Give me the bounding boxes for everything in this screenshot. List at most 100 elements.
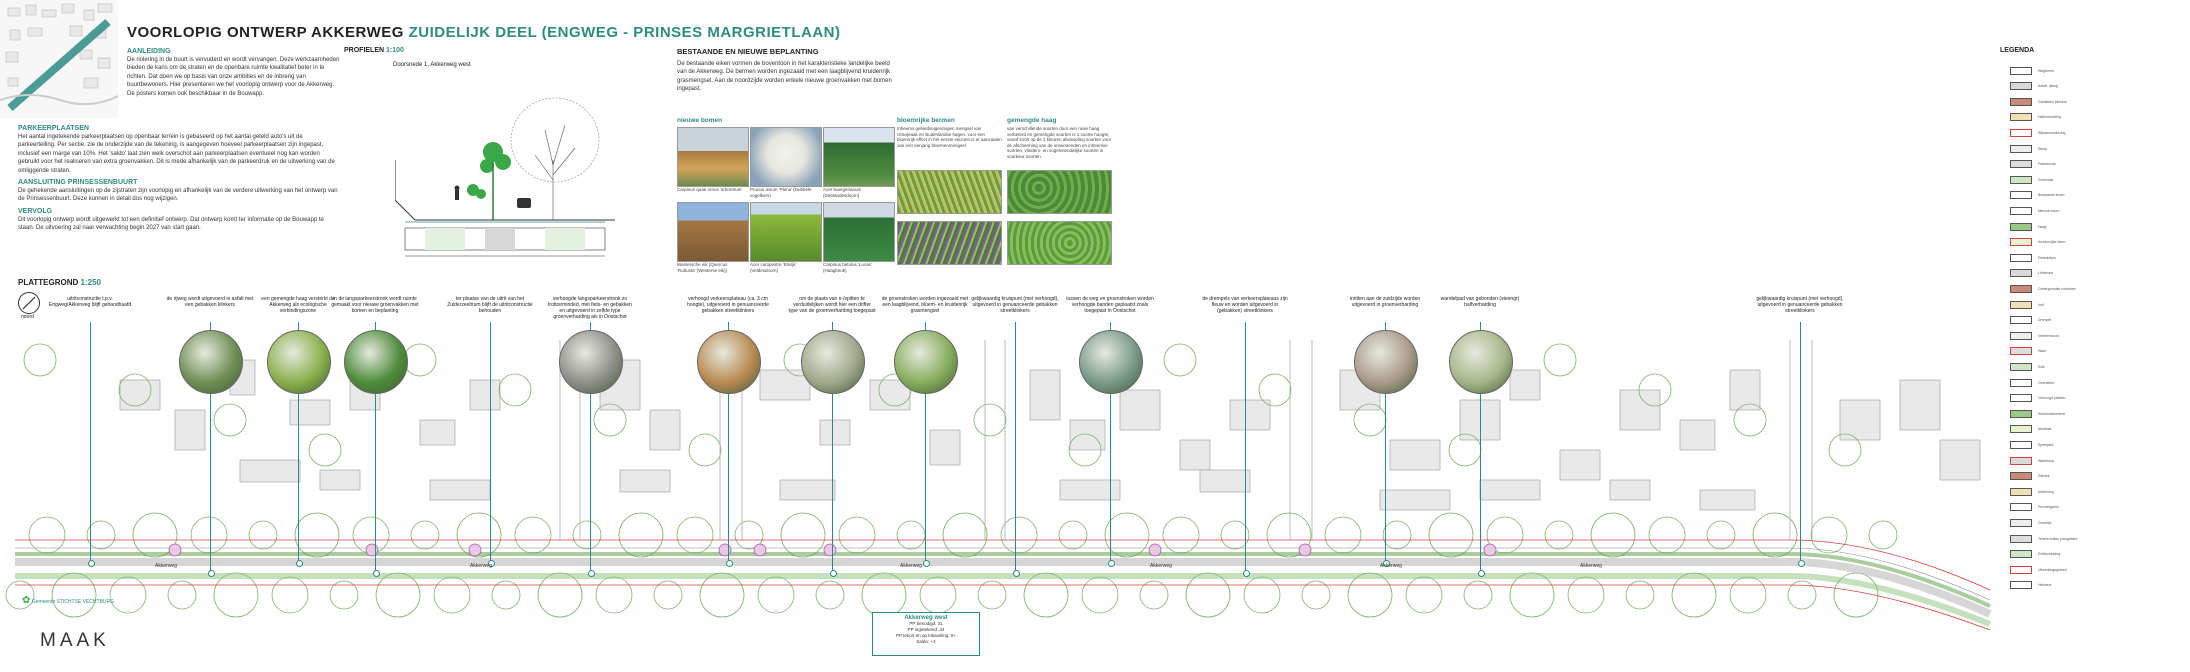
legend-label: Kolk bbox=[2038, 364, 2045, 369]
legend-title: LEGENDA bbox=[2000, 47, 2035, 54]
legend-label: Perceelgrens bbox=[2038, 505, 2059, 510]
detail-photo bbox=[1079, 330, 1143, 394]
legend-item: Snelheidsremmer bbox=[2010, 409, 2138, 418]
profielen-subtitle: Doorsnede 1, Akkerweg west bbox=[393, 62, 471, 68]
legend-label: Hekwerk bbox=[2038, 583, 2052, 588]
heading-vervolg: VERVOLG bbox=[18, 207, 53, 215]
legend-label: Waterloop bbox=[2038, 458, 2054, 463]
detail-photo bbox=[801, 330, 865, 394]
legend-item: Haag bbox=[2010, 222, 2138, 231]
intro-text-column: AANLEIDING De riolering in de buurt is v… bbox=[127, 48, 342, 102]
legend-item: Bestaande boom bbox=[2010, 191, 2138, 200]
callout-line bbox=[90, 322, 91, 562]
legend-swatch bbox=[2010, 550, 2032, 559]
legend-label: Zitbank bbox=[2038, 474, 2050, 479]
infobox-title: Akkerweg west bbox=[904, 615, 948, 621]
cross-section-drawing bbox=[395, 97, 615, 257]
caption-tree-1: Carpinus quae ornus 'arboretum' bbox=[677, 187, 743, 192]
caption-tree-2: Prunus avium 'Plena' (Dubbele vogelkers) bbox=[750, 187, 812, 198]
legend-item: Uitwerkingsgebied bbox=[2010, 565, 2138, 574]
callout-dot bbox=[88, 560, 95, 567]
legend-label: Rijbaanmarkering bbox=[2038, 130, 2066, 135]
street-label: Akkerweg bbox=[1380, 563, 1402, 569]
legend-swatch bbox=[2010, 362, 2032, 371]
bermen-text: Inheems gebiedseigen/eigen mengsel van O… bbox=[897, 126, 1002, 148]
legend-swatch bbox=[2010, 534, 2032, 543]
north-label: noord bbox=[21, 314, 34, 320]
legend-item: Nieuwe boom bbox=[2010, 206, 2138, 215]
legend-swatch bbox=[2010, 175, 2032, 184]
legend-item: Inrit bbox=[2010, 300, 2138, 309]
callout-line bbox=[1800, 322, 1801, 562]
heading-gemengde-haag: gemengde haag bbox=[1007, 117, 1057, 124]
street-label: Akkerweg bbox=[1580, 563, 1602, 569]
legend-swatch bbox=[2010, 238, 2032, 247]
legend-swatch bbox=[2010, 316, 2032, 325]
photo-tree-4 bbox=[677, 202, 749, 262]
legend-swatch bbox=[2010, 347, 2032, 356]
callout-dot bbox=[1013, 570, 1020, 577]
legend-label: Snelheidsremmer bbox=[2038, 411, 2066, 416]
photo-haag-2 bbox=[1007, 221, 1112, 265]
caption-tree-4: Westersche eik (Quercus 'Robusta' (Weste… bbox=[677, 262, 728, 273]
legend-item: Speelplek bbox=[2010, 440, 2138, 449]
photo-tree-2 bbox=[750, 127, 822, 187]
legend-swatch bbox=[2010, 66, 2032, 75]
legend-swatch bbox=[2010, 409, 2032, 418]
legend-label: Gevellijn bbox=[2038, 520, 2052, 525]
legend-swatch bbox=[2010, 160, 2032, 169]
legend-label: Haag bbox=[2038, 224, 2047, 229]
callout-line bbox=[925, 322, 926, 562]
legend-swatch bbox=[2010, 581, 2032, 590]
callout-dot bbox=[1108, 560, 1115, 567]
legend-item: Hekwerk bbox=[2010, 581, 2138, 590]
legend-label: Nieuwe boom bbox=[2038, 208, 2060, 213]
callout-dot bbox=[830, 570, 837, 577]
photo-tree-1 bbox=[677, 127, 749, 187]
detail-photo bbox=[1449, 330, 1513, 394]
callout-line bbox=[1480, 322, 1481, 572]
legend-item: Drempel bbox=[2010, 316, 2138, 325]
annotation-text: uitritconstructie t.p.v. Engweg/Akkerweg… bbox=[48, 296, 132, 308]
legend-item: Kolk bbox=[2010, 362, 2138, 371]
legend-swatch bbox=[2010, 487, 2032, 496]
callout-line bbox=[590, 322, 591, 572]
infobox-line: PP tekort en op Inkaveling: 0+ bbox=[895, 633, 957, 638]
callout-line bbox=[1385, 322, 1386, 562]
callout-dot bbox=[1478, 570, 1485, 577]
legend-item: Asfalt, rijweg bbox=[2010, 82, 2138, 91]
location-map bbox=[0, 0, 118, 118]
annotation-text: gelijkwaardig kruispunt (met verhoogd), … bbox=[971, 296, 1059, 314]
detail-photo bbox=[1354, 330, 1418, 394]
detail-photo bbox=[267, 330, 331, 394]
caption-tree-6: Carpinus betulus 'Lucas' (Haagbeuk) bbox=[823, 262, 872, 273]
callout-dot bbox=[726, 560, 733, 567]
legend-item: Oversteek bbox=[2010, 378, 2138, 387]
legend-item: Rijbaanmarkering bbox=[2010, 128, 2138, 137]
legend-swatch bbox=[2010, 472, 2032, 481]
legend-swatch bbox=[2010, 82, 2032, 91]
legend-swatch bbox=[2010, 113, 2032, 122]
caption-tree-3: Acer buergerianum (Drietandesdoorn) bbox=[823, 187, 862, 198]
legend-item: Markering bbox=[2010, 487, 2138, 496]
callout-dot bbox=[208, 570, 215, 577]
annotation-text: ter plaatse van de uitrit van het Zuider… bbox=[447, 296, 533, 314]
callout-line bbox=[1110, 322, 1111, 562]
legend-swatch bbox=[2010, 206, 2032, 215]
legend-label: Markering bbox=[2038, 489, 2054, 494]
beplanting-title: BESTAANDE EN NIEUWE BEPLANTING bbox=[677, 47, 819, 56]
legend-label: Lichtmast bbox=[2038, 271, 2053, 276]
legend-swatch bbox=[2010, 253, 2032, 262]
page-title: VOORLOPIG ONTWERP AKKERWEG ZUIDELIJK DEE… bbox=[127, 24, 840, 41]
annotation-text: wandelpad van gebonden (steengr) halfver… bbox=[1440, 296, 1520, 308]
legend-swatch bbox=[2010, 440, 2032, 449]
legend-item: Parkeervak bbox=[2010, 160, 2138, 169]
legend-swatch bbox=[2010, 394, 2032, 403]
callout-line bbox=[1015, 322, 1016, 572]
annotation-text: de rijweg wordt uitgevoerd in asfalt met… bbox=[166, 296, 254, 308]
photo-berm-2 bbox=[897, 221, 1002, 265]
title-main: VOORLOPIG ONTWERP AKKERWEG bbox=[127, 24, 404, 41]
legend-item: Zitbank bbox=[2010, 472, 2138, 481]
annotation-text: verhoogd verkeersplateau (ca. 3 cm hoogt… bbox=[687, 296, 769, 314]
legend-swatch bbox=[2010, 331, 2032, 340]
